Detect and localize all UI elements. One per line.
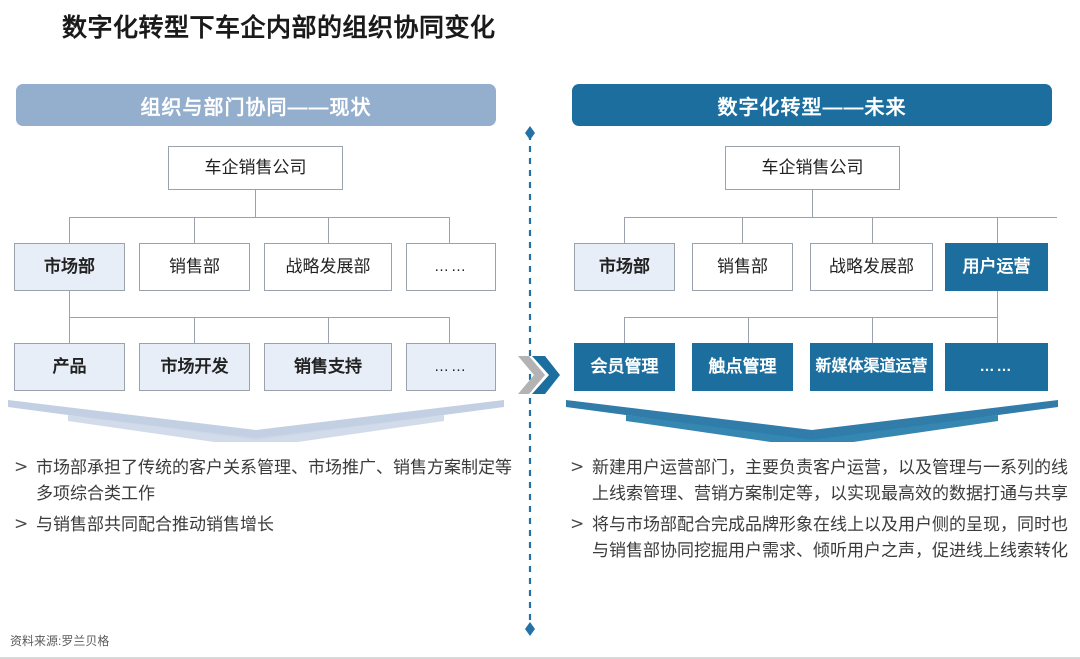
connector-level3-drop-2	[194, 317, 195, 343]
bullet-text: 将与市场部配合完成品牌形象在线上以及用户侧的呈现，同时也与销售部协同挖掘用户需求…	[592, 515, 1068, 560]
connector-level3-drop-3	[328, 317, 329, 343]
org-node-user-operations[interactable]: 用户运营	[945, 243, 1048, 291]
double-chevron-right-icon	[518, 356, 560, 394]
connector-level3-drop-4	[449, 317, 450, 343]
org-node-root[interactable]: 车企销售公司	[725, 146, 900, 190]
panel-future-header: 数字化转型——未来	[572, 84, 1052, 126]
org-node-marketing-dept[interactable]: 市场部	[14, 243, 125, 291]
panel-current-state: 组织与部门协同——现状 车企销售公司 市场部 销售部 战略发展部 …… 产品 市…	[0, 0, 520, 659]
org-node-strategy-dept[interactable]: 战略发展部	[264, 243, 392, 291]
connector-level3-stem	[997, 291, 998, 317]
connector-level3-drop-3	[872, 317, 873, 343]
org-node-sales-dept[interactable]: 销售部	[692, 243, 793, 291]
bullet-marker-icon: >	[570, 514, 585, 534]
connector-level3-drop-4	[997, 317, 998, 343]
connector-level2-drop-2	[194, 217, 195, 243]
org-node-market-development[interactable]: 市场开发	[139, 343, 250, 391]
org-node-more-level2[interactable]: ……	[406, 243, 496, 291]
bullet-item: > 新建用户运营部门，主要负责客户运营，以及管理与一系列的线上线索管理、营销方案…	[570, 455, 1070, 506]
connector-level2-bus	[69, 217, 449, 218]
org-node-new-media-channel-operations[interactable]: 新媒体渠道运营	[810, 343, 933, 391]
org-node-root[interactable]: 车企销售公司	[168, 146, 343, 190]
bullet-item: > 与销售部共同配合推动销售增长	[14, 512, 514, 538]
connector-level3-bus	[69, 317, 449, 318]
connector-root-stem	[812, 190, 813, 217]
org-node-touchpoint-management[interactable]: 触点管理	[692, 343, 793, 391]
diamond-cap-top	[525, 126, 535, 140]
panel-future-state: 数字化转型——未来 车企销售公司 市场部 销售部 战略发展部 用户运营 会员管理…	[560, 0, 1080, 659]
bullet-item: > 市场部承担了传统的客户关系管理、市场推广、销售方案制定等多项综合类工作	[14, 455, 514, 506]
org-node-marketing-dept[interactable]: 市场部	[574, 243, 675, 291]
diamond-cap-bottom	[525, 622, 535, 636]
center-divider-line	[525, 126, 535, 636]
org-chart-current: 车企销售公司 市场部 销售部 战略发展部 …… 产品 市场开发 销售支持 ……	[0, 0, 520, 430]
connector-level2-drop-4	[997, 217, 998, 243]
panel-current-header: 组织与部门协同——现状	[16, 84, 496, 126]
bullet-text: 与销售部共同配合推动销售增长	[36, 515, 274, 534]
org-node-strategy-dept[interactable]: 战略发展部	[810, 243, 933, 291]
page-title: 数字化转型下车企内部的组织协同变化	[62, 14, 496, 42]
connector-level2-drop-1	[69, 217, 70, 243]
connector-level2-drop-4	[449, 217, 450, 243]
connector-root-stem	[255, 190, 256, 217]
chevron-front-icon	[532, 356, 560, 394]
connector-level3-stem	[69, 291, 70, 317]
connector-level2-drop-1	[624, 217, 625, 243]
org-chart-future: 车企销售公司 市场部 销售部 战略发展部 用户运营 会员管理 触点管理 新媒体渠…	[560, 0, 1080, 430]
connector-level2-drop-3	[328, 217, 329, 243]
org-node-membership-management[interactable]: 会员管理	[574, 343, 675, 391]
bullet-item: > 将与市场部配合完成品牌形象在线上以及用户侧的呈现，同时也与销售部协同挖掘用户…	[570, 512, 1070, 563]
swoosh-decoration-future	[566, 400, 1058, 442]
bullet-text: 市场部承担了传统的客户关系管理、市场推广、销售方案制定等多项综合类工作	[36, 458, 512, 503]
org-node-sales-support[interactable]: 销售支持	[264, 343, 392, 391]
connector-level3-drop-2	[748, 317, 749, 343]
swoosh-decoration-current	[8, 400, 504, 442]
org-node-more-level3[interactable]: ……	[406, 343, 496, 391]
connector-level2-bus	[624, 217, 1057, 218]
connector-level2-drop-2	[742, 217, 743, 243]
bullet-marker-icon: >	[570, 457, 585, 477]
bullet-marker-icon: >	[14, 514, 29, 534]
connector-level3-drop-1	[624, 317, 625, 343]
org-node-sales-dept[interactable]: 销售部	[139, 243, 250, 291]
bullet-marker-icon: >	[14, 457, 29, 477]
org-node-product[interactable]: 产品	[14, 343, 125, 391]
connector-level3-bus	[624, 317, 997, 318]
bullet-list-current: > 市场部承担了传统的客户关系管理、市场推广、销售方案制定等多项综合类工作 > …	[14, 455, 514, 544]
footer-divider	[0, 657, 1080, 659]
bullet-list-future: > 新建用户运营部门，主要负责客户运营，以及管理与一系列的线上线索管理、营销方案…	[570, 455, 1070, 569]
org-node-more-level3[interactable]: ……	[945, 343, 1048, 391]
bullet-text: 新建用户运营部门，主要负责客户运营，以及管理与一系列的线上线索管理、营销方案制定…	[592, 458, 1068, 503]
connector-level3-drop-1	[69, 317, 70, 343]
connector-level2-drop-3	[872, 217, 873, 243]
source-note: 资料来源:罗兰贝格	[10, 634, 110, 648]
chevron-back-icon	[518, 356, 545, 394]
